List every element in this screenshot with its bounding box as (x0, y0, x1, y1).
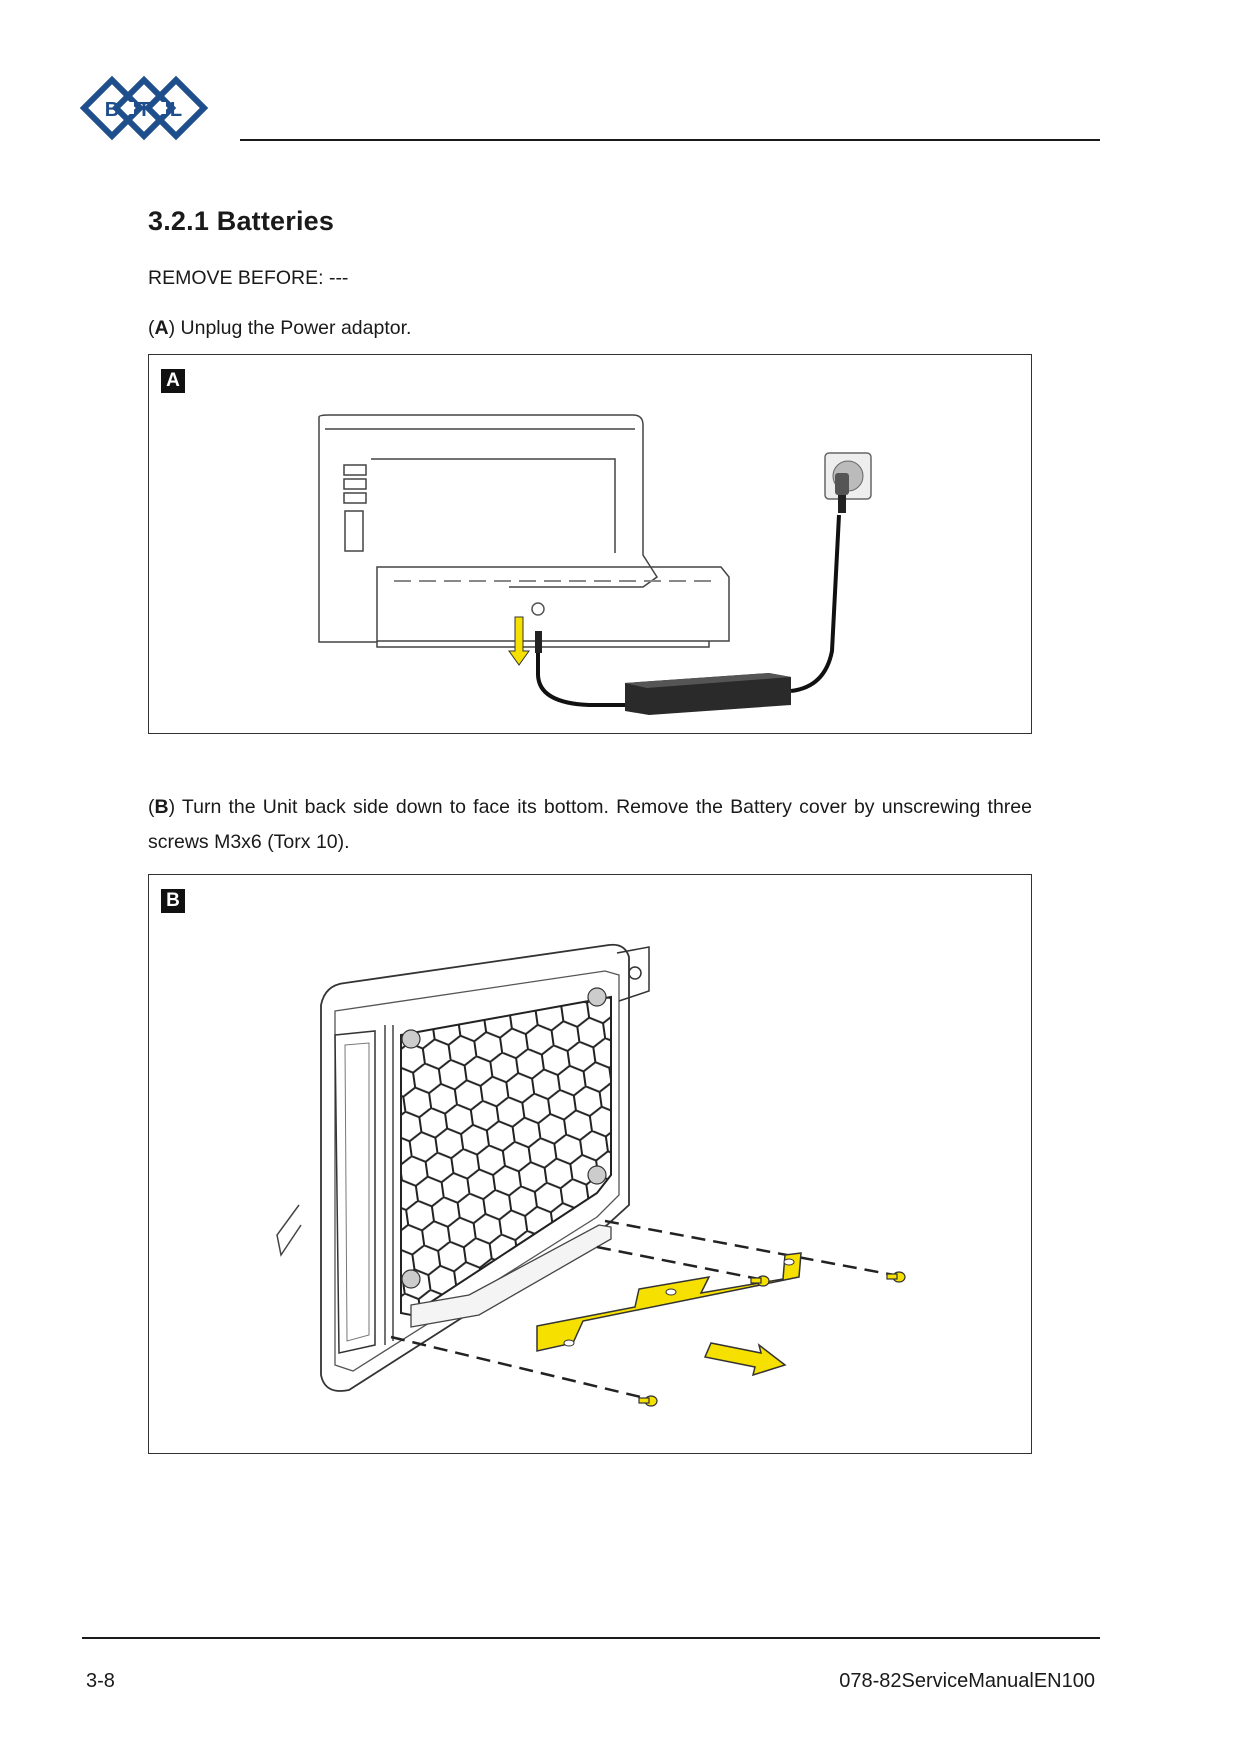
screw-icon-1 (638, 1395, 658, 1407)
remove-before-note: REMOVE BEFORE: --- (148, 267, 349, 289)
btl-logo: B T L (79, 75, 210, 141)
dc-socket-icon (531, 602, 545, 616)
step-b-close: ) (168, 796, 176, 818)
unplug-arrow-icon (508, 616, 530, 666)
step-a-open: ( (148, 317, 155, 339)
step-a-close: ) (168, 317, 176, 339)
header-rule (240, 139, 1100, 141)
figure-b: B (148, 874, 1032, 1454)
step-b-body: Turn the Unit back side down to face its… (148, 796, 1032, 853)
step-a-body: Unplug the Power adaptor. (175, 317, 412, 339)
btl-logo-graphic: B T L (79, 75, 209, 141)
logo-letter-t: T (138, 99, 150, 121)
screw-icon-2 (750, 1275, 770, 1287)
footer-rule (82, 1637, 1100, 1639)
section-title: 3.2.1 Batteries (148, 206, 335, 236)
document-id: 078-82ServiceManualEN100 (839, 1670, 1095, 1692)
figure-a: A (148, 354, 1032, 734)
battery-cover-icon (536, 1252, 802, 1352)
figure-b-label: B (161, 889, 185, 913)
logo-letter-l: L (170, 99, 182, 121)
step-a-letter: A (154, 317, 169, 339)
logo-letter-b: B (105, 99, 119, 121)
step-b-letter: B (154, 796, 169, 818)
page-number: 3-8 (86, 1670, 115, 1692)
step-b-open: ( (148, 796, 155, 818)
figure-b-illustration (276, 943, 906, 1407)
figure-a-illustration (318, 414, 872, 715)
remove-cover-arrow-icon (703, 1342, 787, 1377)
figure-a-label: A (161, 369, 185, 393)
step-b-text: (B) Turn the Unit back side down to face… (148, 790, 1032, 860)
dc-plug-icon (535, 631, 542, 653)
screw-icon-3 (886, 1271, 906, 1283)
step-a-text: (A) Unplug the Power adaptor. (148, 311, 411, 346)
